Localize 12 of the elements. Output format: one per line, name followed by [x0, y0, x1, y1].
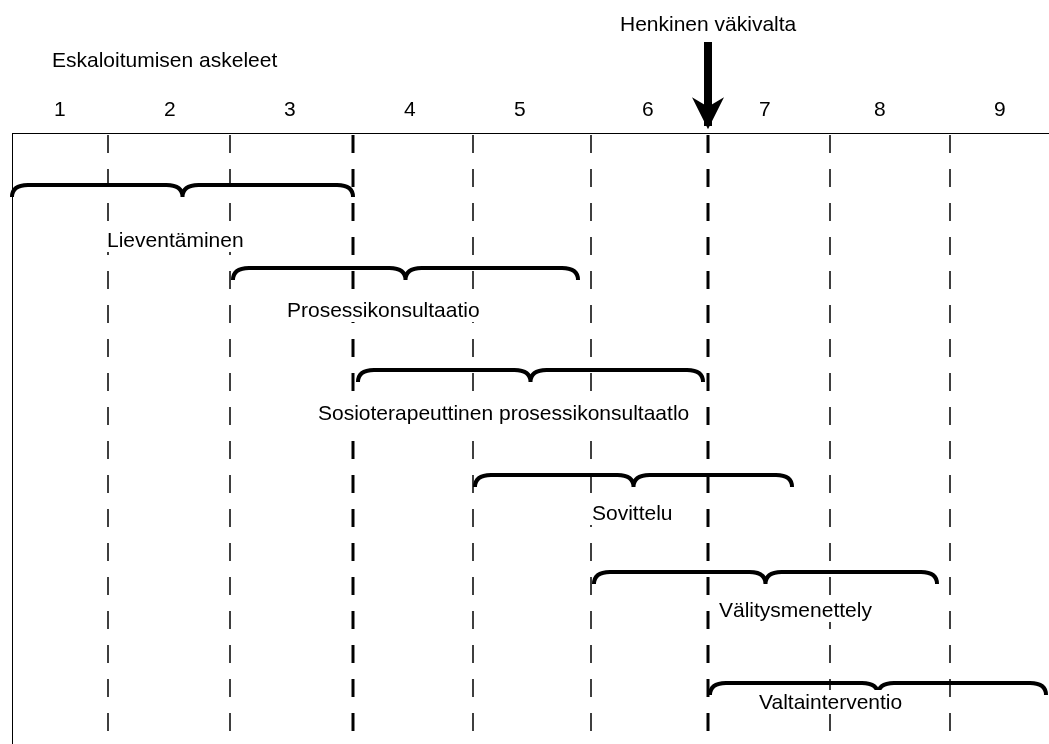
step-number: 3 [284, 97, 296, 121]
step-number: 1 [54, 97, 66, 121]
step-number: 8 [874, 97, 886, 121]
step-number: 4 [404, 97, 416, 121]
step-number: 9 [994, 97, 1006, 121]
step-number: 2 [164, 97, 176, 121]
method-label: Valtainterventio [757, 690, 905, 714]
step-number: 5 [514, 97, 526, 121]
step-number: 7 [759, 97, 771, 121]
axis-title: Eskaloitumisen askeleet [52, 48, 278, 72]
annotation-text: Henkinen väkivalta [620, 12, 797, 36]
step-number: 6 [642, 97, 654, 121]
